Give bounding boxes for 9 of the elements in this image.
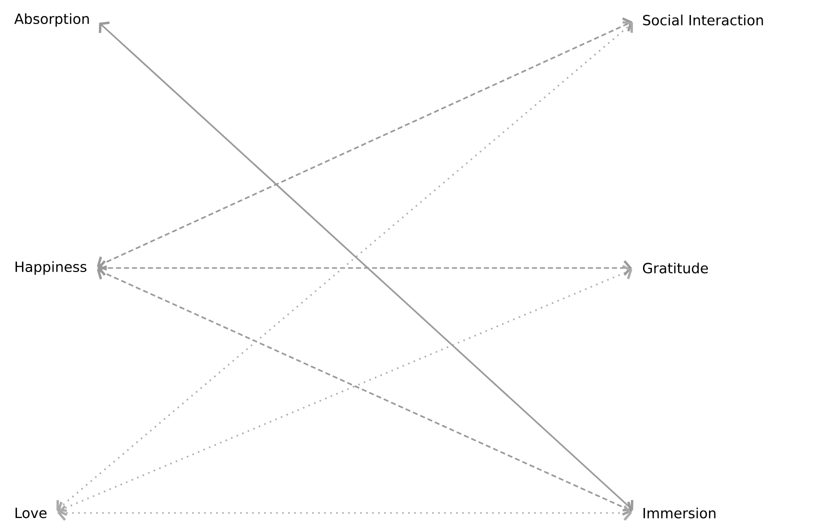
- arrow: [97, 260, 632, 276]
- node-label: Gratitude: [642, 262, 708, 274]
- node-label: Immersion: [644, 508, 716, 518]
- node-label: Love: [16, 508, 46, 518]
- node-label: Social Interaction: [643, 14, 763, 26]
- arrow: [96, 17, 632, 271]
- arrow: [57, 505, 632, 521]
- node-label: Happiness: [16, 261, 86, 275]
- node-label: Absorption: [14, 13, 89, 27]
